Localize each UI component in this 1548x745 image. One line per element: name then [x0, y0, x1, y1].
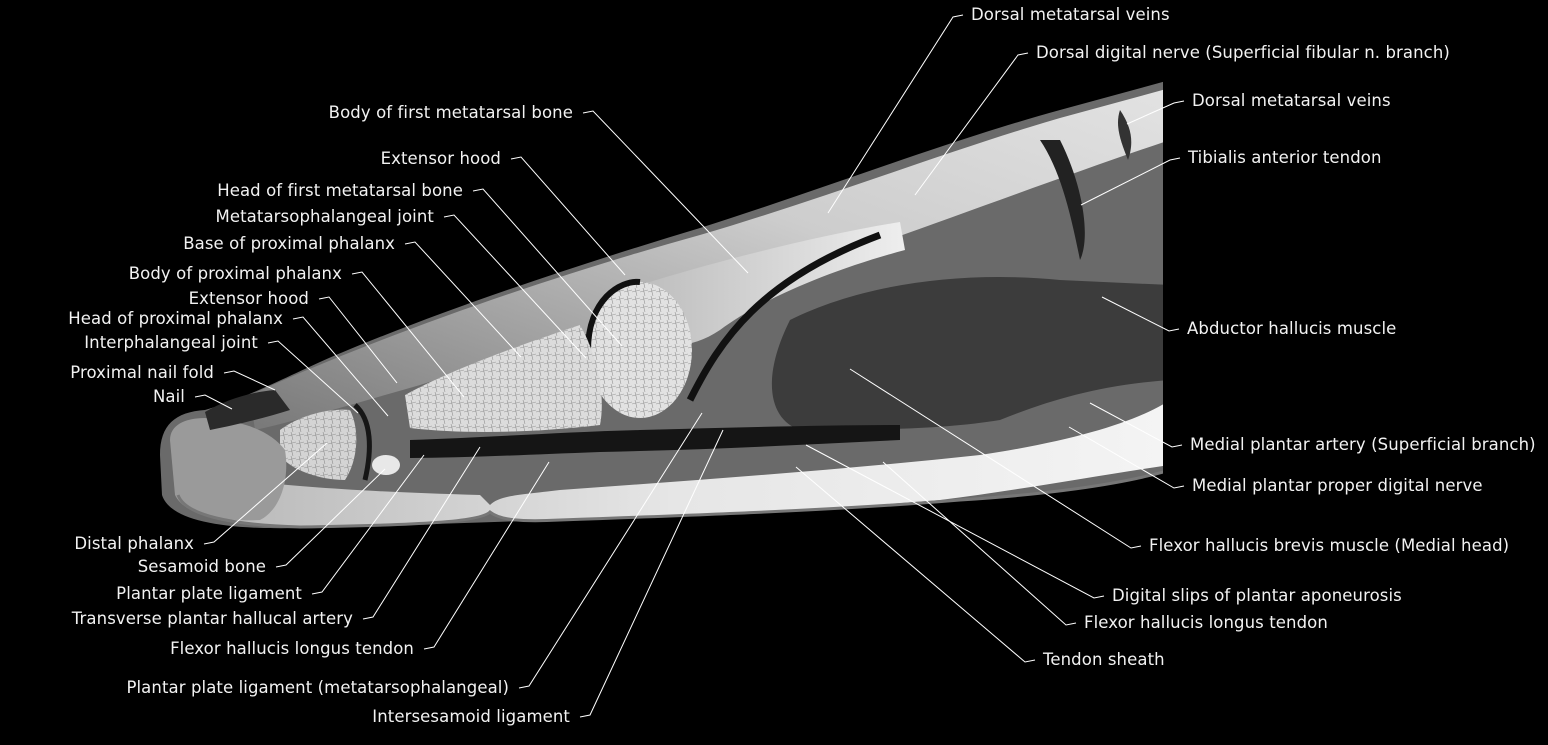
label-extensor-hood-1: Extensor hood — [380, 149, 501, 168]
label-intersesamoid-ligament: Intersesamoid ligament — [372, 707, 570, 726]
label-flexor-hallucis-longus-tendon-left: Flexor hallucis longus tendon — [170, 639, 414, 658]
label-body-proximal-phalanx: Body of proximal phalanx — [128, 264, 342, 283]
label-nail: Nail — [152, 387, 185, 406]
label-interphalangeal-joint: Interphalangeal joint — [84, 333, 258, 352]
label-dorsal-metatarsal-veins-1: Dorsal metatarsal veins — [971, 5, 1170, 24]
label-proximal-nail-fold: Proximal nail fold — [70, 363, 214, 382]
label-tibialis-anterior-tendon: Tibialis anterior tendon — [1188, 148, 1382, 167]
label-transverse-plantar-hallucal-artery: Transverse plantar hallucal artery — [71, 609, 353, 628]
label-base-proximal-phalanx: Base of proximal phalanx — [183, 234, 395, 253]
label-tendon-sheath: Tendon sheath — [1043, 650, 1165, 669]
label-medial-plantar-proper-digital-nerve: Medial plantar proper digital nerve — [1192, 476, 1483, 495]
label-extensor-hood-2: Extensor hood — [188, 289, 309, 308]
label-flexor-hallucis-brevis: Flexor hallucis brevis muscle (Medial he… — [1149, 536, 1510, 555]
label-digital-slips-plantar-aponeurosis: Digital slips of plantar aponeurosis — [1112, 586, 1402, 605]
label-medial-plantar-artery: Medial plantar artery (Superficial branc… — [1190, 435, 1536, 454]
label-sesamoid-bone: Sesamoid bone — [137, 557, 266, 576]
label-abductor-hallucis-muscle: Abductor hallucis muscle — [1187, 319, 1397, 338]
label-body-first-metatarsal: Body of first metatarsal bone — [328, 103, 573, 122]
label-plantar-plate-ligament: Plantar plate ligament — [116, 584, 302, 603]
label-dorsal-digital-nerve: Dorsal digital nerve (Superficial fibula… — [1036, 43, 1450, 62]
label-mtp-joint: Metatarsophalangeal joint — [215, 207, 434, 226]
label-flexor-hallucis-longus-tendon-right: Flexor hallucis longus tendon — [1084, 613, 1328, 632]
label-dorsal-metatarsal-veins-2: Dorsal metatarsal veins — [1192, 91, 1391, 110]
label-distal-phalanx: Distal phalanx — [74, 534, 194, 553]
label-plantar-plate-ligament-mtp: Plantar plate ligament (metatarsophalang… — [126, 678, 509, 697]
label-head-first-metatarsal: Head of first metatarsal bone — [217, 181, 463, 200]
label-head-proximal-phalanx: Head of proximal phalanx — [68, 309, 283, 328]
